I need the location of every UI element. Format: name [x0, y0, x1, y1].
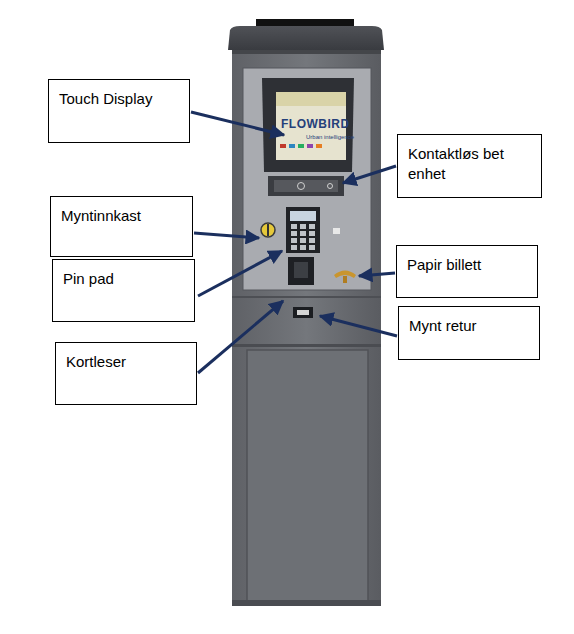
callout-box: Myntinnkast — [50, 196, 193, 257]
leader-arrows — [191, 112, 397, 373]
callout-box: Pin pad — [52, 259, 195, 322]
callout-box: Kontaktløs bet enhet — [397, 134, 542, 198]
callout-box: Touch Display — [48, 79, 190, 143]
callout-label: Myntinnkast — [61, 206, 182, 226]
callout-box: Papir billett — [396, 245, 538, 298]
callout-label: Pin pad — [63, 269, 184, 289]
callout-label: Mynt retur — [409, 316, 529, 336]
callout-label: Kontaktløs bet enhet — [408, 144, 531, 183]
callout-label: Papir billett — [407, 255, 527, 275]
screen-logo: FLOWBIRD — [281, 118, 350, 130]
screen-tagline: Urban intelligence — [306, 134, 354, 140]
callout-label: Touch Display — [59, 89, 179, 109]
callout-box: Mynt retur — [398, 306, 540, 360]
callout-box: Kortleser — [55, 342, 197, 405]
callout-label: Kortleser — [66, 352, 186, 372]
